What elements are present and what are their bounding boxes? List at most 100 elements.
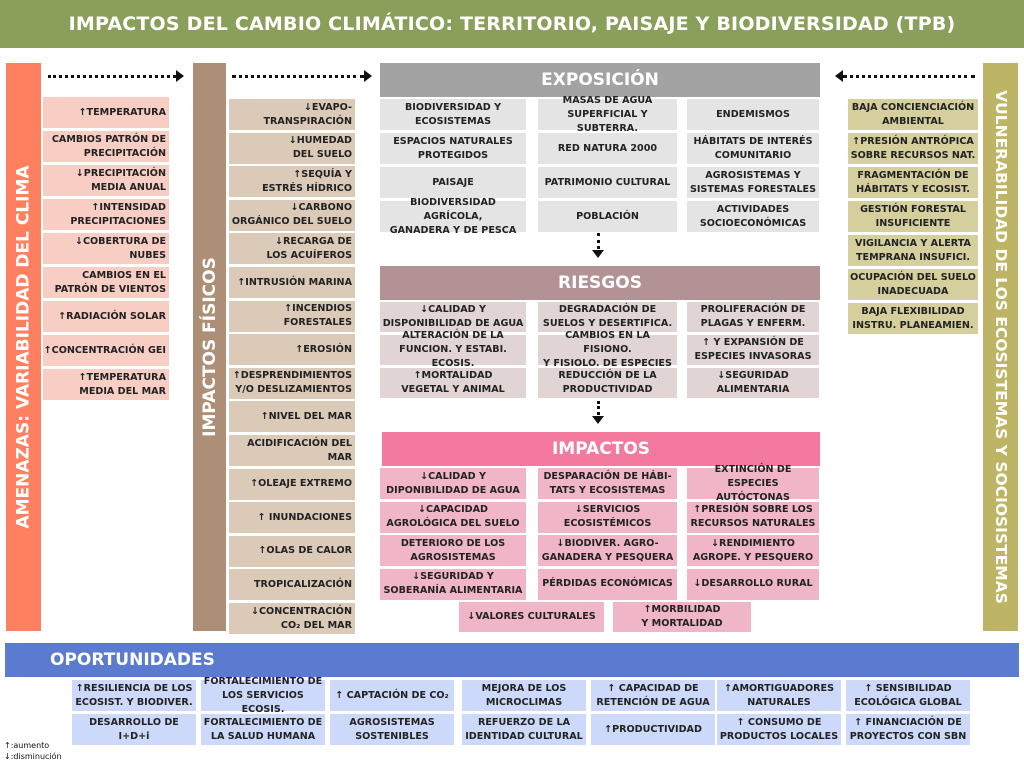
exposicion-item-text: RED NATURA 2000 <box>557 142 658 154</box>
impactos-item: EXTINCIÓN DE ESPECIES AUTÓCTONAS <box>687 464 819 503</box>
impactos-item: DESPARACIÓN DE HÁBI- TATS Y ECOSISTEMAS <box>538 468 677 499</box>
impacto-fisico-item: ↑NIVEL DEL MAR <box>229 401 355 433</box>
exposicion-item: HÁBITATS DE INTERÉS COMUNITARIO <box>687 133 819 164</box>
amenazas-label: AMENAZAS: VARIABILIDAD DEL CLIMA <box>13 165 34 529</box>
arrow-riesgos-to-impactos <box>597 401 600 415</box>
impacto-fisico-item-text: ↓EVAPO- TRANSPIRACIÓN <box>263 101 352 127</box>
riesgos-item-text: ↓CALIDAD Y DISPONIBILIDAD DE AGUA <box>382 304 524 329</box>
vulnerabilidad-item: BAJA CONCIENCIACIÓN AMBIENTAL <box>848 99 978 130</box>
vulnerabilidad-item-text: FRAGMENTACIÓN DE HÁBITATS Y ECOSIST. <box>856 169 970 195</box>
oportunidad-item-text: ↑ CONSUMO DE PRODUCTOS LOCALES <box>719 716 839 742</box>
impacto-fisico-item-text: ↓RECARGA DE LOS ACUÍFEROS <box>266 235 352 261</box>
impacto-fisico-item: ↓HUMEDAD DEL SUELO <box>229 132 355 164</box>
vulnerabilidad-item: OCUPACIÓN DEL SUELO INADECUADA <box>848 269 978 300</box>
vulnerabilidad-item: VIGILANCIA Y ALERTA TEMPRANA INSUFICI. <box>848 235 978 266</box>
oportunidad-item-text: FORTALECIMIENTO DE LA SALUD HUMANA <box>203 716 323 742</box>
riesgos-item-text: PROLIFERACIÓN DE PLAGAS Y ENFERM. <box>700 304 806 329</box>
arrow-fisicos-to-exposicion <box>232 75 364 78</box>
riesgos-item: ↑MORTALIDAD VEGETAL Y ANIMAL <box>380 368 526 398</box>
vulnerabilidad-item-text: GESTIÓN FORESTAL INSUFICIENTE <box>860 203 966 229</box>
arrow-head-icon <box>364 70 372 82</box>
exposicion-item: PAISAJE <box>380 167 526 198</box>
impacto-fisico-item-text: ↓HUMEDAD DEL SUELO <box>288 135 352 161</box>
oportunidad-item-text: MEJORA DE LOS MICROCLIMAS <box>481 682 567 708</box>
amenaza-item-text: CAMBIOS PATRÓN DE PRECIPITACIÓN <box>51 133 166 159</box>
impacto-fisico-item-text: ↓CARBONO ORGÁNICO DEL SUELO <box>231 202 352 228</box>
exposicion-item: AGROSISTEMAS Y SISTEMAS FORESTALES <box>687 167 819 198</box>
oportunidad-item: ↑ SENSIBILIDAD ECOLÓGICA GLOBAL <box>846 680 970 711</box>
impactos-item-text: ↓BIODIVER. AGRO- GANADERA Y PESQUERA <box>541 537 674 563</box>
legend: ↑:aumento ↓:disminución <box>4 740 62 762</box>
impactos-item-text: ↑MORBILIDAD Y MORTALIDAD <box>641 604 723 629</box>
page-title: IMPACTOS DEL CAMBIO CLIMÁTICO: TERRITORI… <box>0 0 1024 48</box>
amenaza-item: ↑CONCENTRACIÓN GEI <box>43 335 169 366</box>
impactos-item-text: EXTINCIÓN DE ESPECIES AUTÓCTONAS <box>714 463 792 503</box>
impacto-fisico-item: ACIDIFICACIÓN DEL MAR <box>229 435 355 466</box>
fisicos-bar: IMPACTOS FÍSICOS <box>193 63 226 631</box>
oportunidad-item: ↑ CAPACIDAD DE RETENCIÓN DE AGUA <box>591 680 715 711</box>
exposicion-item: BIODIVERSIDAD Y ECOSISTEMAS <box>380 99 526 130</box>
impacto-fisico-item: ↑INTRUSIÓN MARINA <box>229 267 355 298</box>
oportunidad-item: ↑RESILIENCIA DE LOS ECOSIST. Y BIODIVER. <box>72 680 196 711</box>
impacto-fisico-item-text: ↑DESPRENDIMIENTOS Y/O DESLIZAMIENTOS <box>232 370 352 396</box>
exposicion-item: ENDEMISMOS <box>687 99 819 130</box>
impacto-fisico-item-text: ↑ INUNDACIONES <box>257 511 352 523</box>
impactos-item: ↓VALORES CULTURALES <box>459 602 604 632</box>
amenaza-item: ↑INTENSIDAD PRECIPITACIONES <box>43 199 169 230</box>
exposicion-item-text: PAISAJE <box>432 176 474 188</box>
impacto-fisico-item: ↑SEQUÍA Y ESTRÉS HÍDRICO <box>229 166 355 198</box>
impacto-fisico-item-text: ↑NIVEL DEL MAR <box>260 410 352 422</box>
exposicion-item: ESPACIOS NATURALES PROTEGIDOS <box>380 133 526 164</box>
amenaza-item: CAMBIOS EN EL PATRÓN DE VIENTOS <box>43 267 169 298</box>
oportunidad-item: ↑ FINANCIACIÓN DE PROYECTOS CON SBN <box>846 714 970 745</box>
impactos-item: ↑PRESIÓN SOBRE LOS RECURSOS NATURALES <box>687 501 819 533</box>
exposicion-header: EXPOSICIÓN <box>380 63 820 97</box>
amenaza-item: ↑TEMPERATURA MEDIA DEL MAR <box>43 369 169 400</box>
oportunidad-item: ↑AMORTIGUADORES NATURALES <box>717 680 841 711</box>
arrow-head-icon <box>592 250 604 258</box>
riesgos-item-text: ↑MORTALIDAD VEGETAL Y ANIMAL <box>401 370 505 395</box>
exposicion-label: EXPOSICIÓN <box>541 70 659 90</box>
exposicion-item-text: ENDEMISMOS <box>716 108 790 120</box>
impactos-item: ↓BIODIVER. AGRO- GANADERA Y PESQUERA <box>538 535 677 566</box>
exposicion-item-text: ACTIVIDADES SOCIOECONÓMICAS <box>699 203 807 229</box>
oportunidades-label: OPORTUNIDADES <box>50 650 215 670</box>
impactos-item: DETERIORO DE LOS AGROSISTEMAS <box>380 535 526 566</box>
vulnerabilidad-label: VULNERABILIDAD DE LOS ECOSISTEMAS Y SOCI… <box>991 90 1010 604</box>
impacto-fisico-item-text: ↑OLAS DE CALOR <box>258 545 352 557</box>
riesgos-item: ALTERACIÓN DE LA FUNCION. Y ESTABI. ECOS… <box>380 330 526 369</box>
oportunidad-item: ↑ CONSUMO DE PRODUCTOS LOCALES <box>717 714 841 745</box>
riesgos-item: CAMBIOS EN LA FISIONO. Y FISIOLO. DE ESP… <box>538 330 677 369</box>
impactos-label: IMPACTOS <box>551 439 651 459</box>
exposicion-item: ACTIVIDADES SOCIOECONÓMICAS <box>687 201 819 232</box>
impacto-fisico-item-text: ↓CONCENTRACIÓN CO₂ DEL MAR <box>250 605 352 631</box>
exposicion-item-text: BIODIVERSIDAD AGRÍCOLA, GANADERA Y DE PE… <box>389 196 517 236</box>
amenazas-bar: AMENAZAS: VARIABILIDAD DEL CLIMA <box>6 63 41 631</box>
exposicion-item: BIODIVERSIDAD AGRÍCOLA, GANADERA Y DE PE… <box>380 197 526 236</box>
impactos-item: ↓SERVICIOS ECOSISTÉMICOS <box>538 501 677 533</box>
arrow-head-icon <box>592 416 604 424</box>
exposicion-item-text: PATRIMONIO CULTURAL <box>544 176 671 188</box>
impacto-fisico-item-text: ↑OLEAJE EXTREMO <box>250 478 352 490</box>
impacto-fisico-item-text: ↑INCENDIOS FORESTALES <box>283 303 352 329</box>
amenaza-item: ↑RADIACIÓN SOLAR <box>43 301 169 332</box>
impactos-item-text: ↓CAPACIDAD AGROLÓGICA DEL SUELO <box>386 504 520 529</box>
amenaza-item: CAMBIOS PATRÓN DE PRECIPITACIÓN <box>43 131 169 162</box>
impacto-fisico-item-text: ↑EROSIÓN <box>295 343 352 355</box>
amenaza-item-text: ↑TEMPERATURA MEDIA DEL MAR <box>78 371 166 397</box>
oportunidad-item: FORTALECIMIENTO DE LOS SERVICIOS ECOSIS. <box>201 676 325 715</box>
oportunidad-item-text: DESARROLLO DE I+D+i <box>89 716 179 742</box>
amenaza-item-text: ↓COBERTURA DE NUBES <box>74 235 166 261</box>
arrow-exposicion-to-riesgos <box>597 233 600 249</box>
impactos-item-text: PÉRDIDAS ECONÓMICAS <box>542 578 673 589</box>
amenaza-item-text: ↑TEMPERATURA <box>78 106 166 118</box>
oportunidad-item: DESARROLLO DE I+D+i <box>72 714 196 745</box>
impactos-item-text: DESPARACIÓN DE HÁBI- TATS Y ECOSISTEMAS <box>543 470 672 496</box>
amenaza-item-text: ↑RADIACIÓN SOLAR <box>58 310 166 322</box>
impactos-item: ↓CAPACIDAD AGROLÓGICA DEL SUELO <box>380 501 526 533</box>
amenaza-item: ↓COBERTURA DE NUBES <box>43 233 169 264</box>
exposicion-item-text: HÁBITATS DE INTERÉS COMUNITARIO <box>693 135 813 161</box>
vulnerabilidad-item-text: VIGILANCIA Y ALERTA TEMPRANA INSUFICI. <box>855 237 971 263</box>
impactos-item: ↑MORBILIDAD Y MORTALIDAD <box>613 602 751 632</box>
impacto-fisico-item: ↓CONCENTRACIÓN CO₂ DEL MAR <box>229 603 355 634</box>
